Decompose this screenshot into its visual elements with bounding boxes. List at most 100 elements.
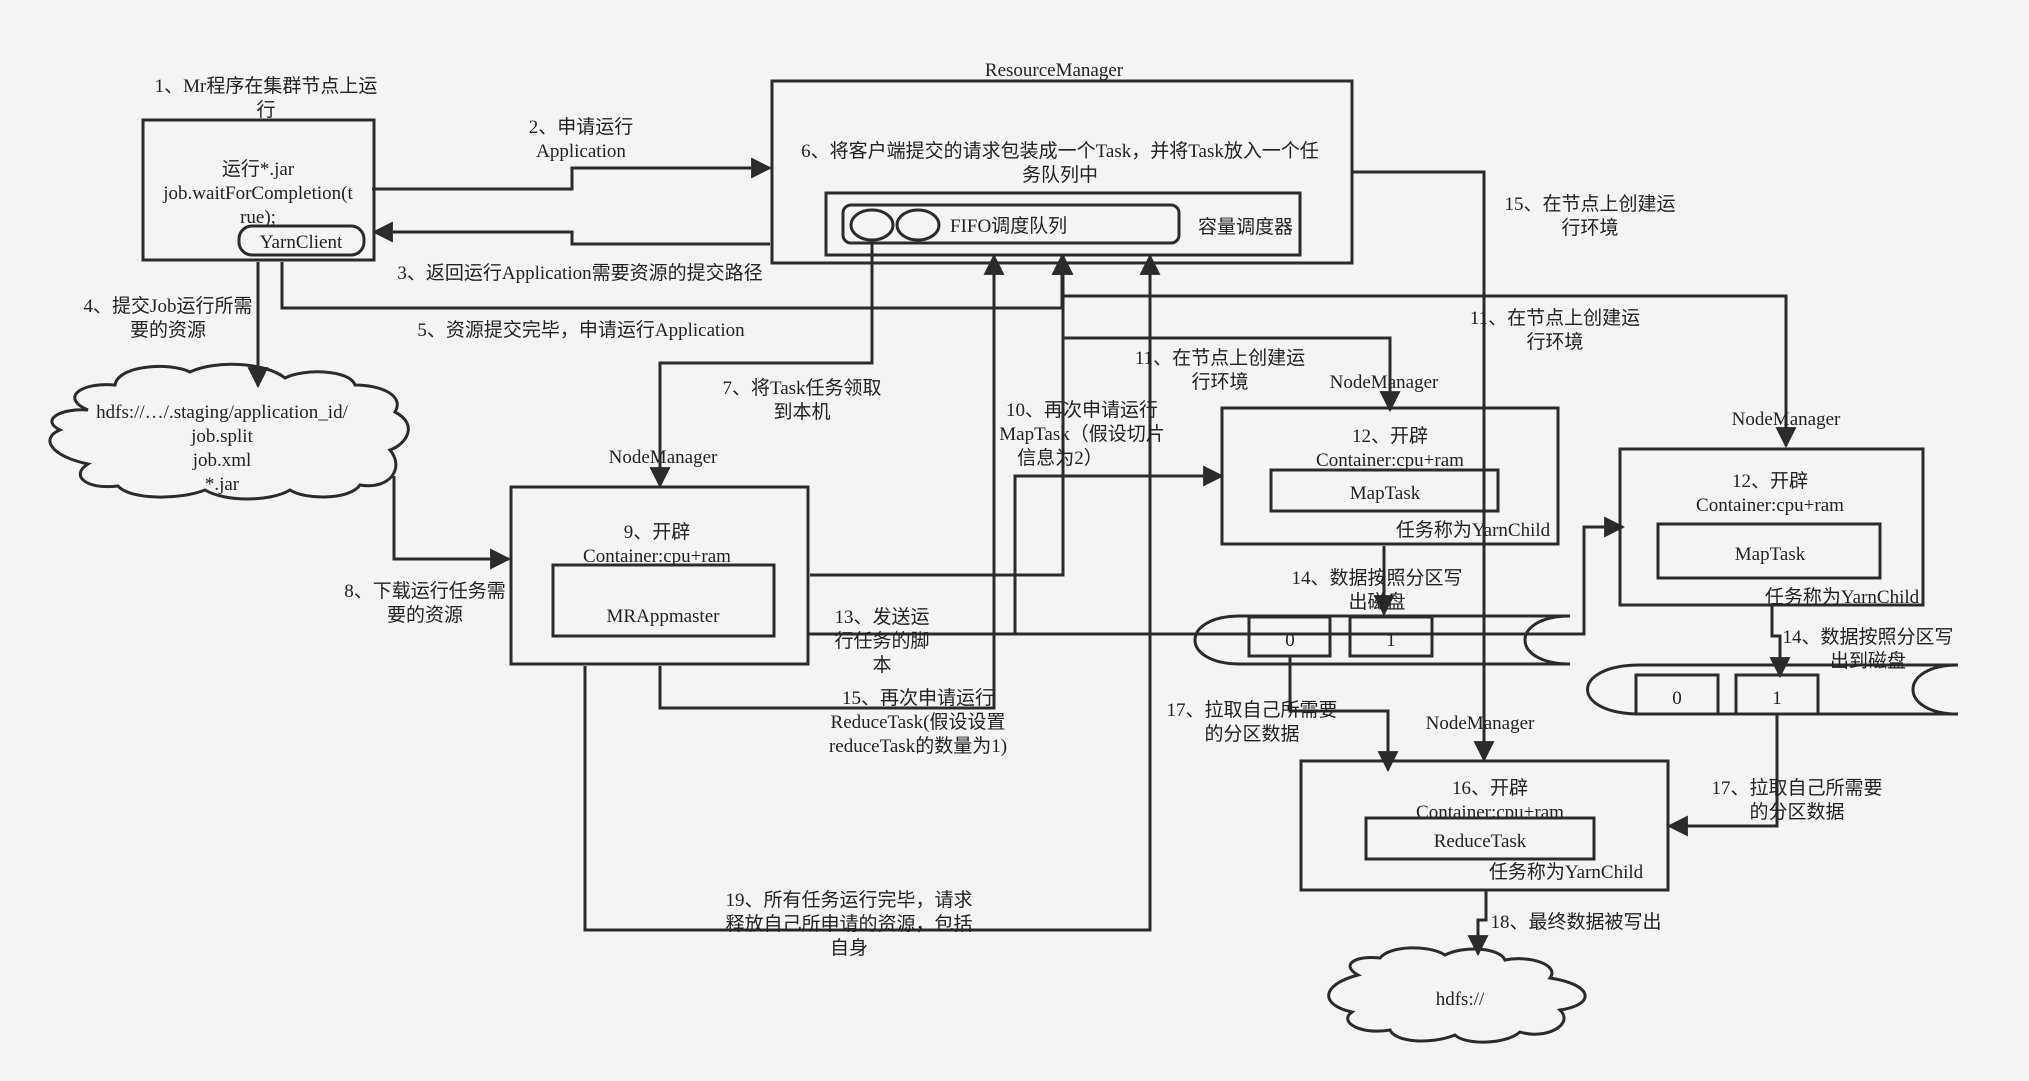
step-17-label: 的分区数据: [1749, 801, 1844, 823]
step-15-label: ReduceTask(假设设置: [831, 711, 1006, 733]
mrappmaster-box: [551, 563, 776, 638]
client-line-1: 运行*.jar: [222, 158, 295, 180]
partition-disk-1: 0 1: [1193, 614, 1571, 666]
step-19-label: 释放自己所申请的资源，包括: [725, 913, 972, 935]
maptask-box: [1656, 522, 1882, 580]
arrow-pull-partition-1: [1288, 656, 1399, 773]
step-1-label: 1、Mr程序在集群节点上运: [155, 75, 378, 97]
arrow-request-application: [372, 157, 773, 191]
step-17-label: 17、拉取自己所需要: [1711, 777, 1882, 799]
nodemanager-box: [1220, 406, 1560, 546]
hdfs-output-cloud: hdfs://: [1327, 946, 1587, 1044]
nodemanager-reduce: NodeManager 16、开辟 Container:cpu+ram Redu…: [1299, 713, 1670, 892]
step-7-label: 7、将Task任务领取: [722, 377, 881, 399]
mrappmaster-label: MRAppmaster: [607, 606, 721, 627]
partition-0-box: [1247, 615, 1332, 658]
partition-0-label: 0: [1672, 688, 1682, 709]
step-14-label: 出到磁盘: [1830, 650, 1906, 672]
yarnclient-label: YarnClient: [260, 232, 343, 253]
arrow-create-env-2: [1063, 294, 1797, 449]
hdfs-staging-line-4: *.jar: [205, 474, 240, 495]
client-line-2: job.waitForCompletion(t: [162, 183, 353, 204]
queue-slot-icon: [849, 208, 895, 242]
step-8-label: 8、下载运行任务需: [344, 580, 506, 602]
container-label-2: Container:cpu+ram: [583, 546, 731, 567]
arrow-release-resources: [583, 253, 1161, 932]
arrow-create-env-reduce: [1352, 170, 1495, 763]
step-11-label: 11、在节点上创建运: [1135, 347, 1305, 369]
step-17-label: 17、拉取自己所需要: [1166, 699, 1337, 721]
step-13-label: 13、发送运: [834, 606, 929, 628]
nodemanager-box: [1618, 447, 1925, 607]
nodemanager-title: NodeManager: [1330, 372, 1439, 393]
partition-1-label: 1: [1386, 630, 1396, 651]
step-3-label: 3、返回运行Application需要资源的提交路径: [397, 262, 762, 284]
step-8-label: 要的资源: [387, 604, 463, 626]
step-2-label: Application: [536, 141, 626, 162]
step-11-label: 11、在节点上创建运: [1470, 307, 1640, 329]
step-5-label: 5、资源提交完毕，申请运行Application: [417, 319, 745, 341]
partition-disk-2: 0 1: [1586, 663, 1959, 716]
nodemanager-title: NodeManager: [1732, 409, 1841, 430]
step-19-label: 自身: [830, 937, 868, 959]
step-15-label: 15、在节点上创建运: [1504, 193, 1675, 215]
step-2-label: 2、申请运行: [529, 116, 634, 138]
partition-1-label: 1: [1772, 688, 1782, 709]
arrow-write-output: [1467, 890, 1489, 957]
reducetask-box: [1364, 816, 1596, 861]
nodemanager-box: [1299, 759, 1670, 892]
step-6-label: 6、将客户端提交的请求包装成一个Task，并将Task放入一个任: [801, 140, 1319, 162]
step-13-label: 本: [872, 654, 891, 676]
step-11-label: 行环境: [1526, 331, 1583, 353]
step-14-label: 14、数据按照分区写: [1291, 567, 1462, 589]
arrow-pull-partition-2: [1666, 714, 1779, 837]
step-4-label: 4、提交Job运行所需: [84, 295, 253, 317]
step-15-label: reduceTask的数量为1): [829, 735, 1007, 757]
step-labels: 1、Mr程序在集群节点上运 行 2、申请运行 Application 3、返回运…: [84, 75, 1954, 959]
hdfs-output-label: hdfs://: [1436, 989, 1485, 1010]
maptask-label: MapTask: [1350, 483, 1421, 504]
step-1-label: 行: [256, 99, 275, 121]
arrow-write-partitions-2: [1769, 606, 1791, 679]
resource-manager: ResourceManager FIFO调度队列 容量调度器: [770, 60, 1354, 265]
fifo-queue-box: [841, 203, 1181, 245]
step-6-label: 务队列中: [1022, 164, 1098, 186]
yarnchild-note: 任务称为YarnChild: [1489, 861, 1644, 883]
container-label-2: Container:cpu+ram: [1316, 450, 1464, 471]
queue-slot-icon: [895, 208, 941, 242]
nodemanager-appmaster: NodeManager 9、开辟 Container:cpu+ram MRApp…: [509, 447, 810, 666]
hdfs-staging-line-3: job.xml: [192, 450, 252, 471]
step-13-label: 行任务的脚: [834, 630, 929, 652]
cloud-shape: [1327, 946, 1587, 1044]
disk-shape: [1193, 614, 1571, 666]
nodemanager-map-1: NodeManager 12、开辟 Container:cpu+ram MapT…: [1220, 372, 1560, 546]
cloud-shape: [48, 362, 410, 501]
hdfs-staging-line-1: hdfs://…/.staging/application_id/: [96, 402, 348, 423]
maptask-box: [1269, 468, 1500, 513]
maptask-label: MapTask: [1735, 544, 1806, 565]
step-11-label: 行环境: [1191, 371, 1248, 393]
client-box: [141, 118, 376, 262]
scheduler-box: [824, 191, 1302, 257]
step-15-label: 15、再次申请运行: [842, 687, 994, 709]
step-10-label: 信息为2）: [1017, 447, 1103, 469]
arrow-return-path: [371, 221, 770, 246]
step-18-label: 18、最终数据被写出: [1490, 911, 1661, 933]
resource-manager-box: [770, 79, 1354, 265]
arrow-request-reducetask: [658, 253, 1005, 710]
arrow-send-script-2: [1015, 516, 1626, 636]
arrow-create-env-1: [1063, 336, 1401, 413]
arrow-take-task: [649, 242, 874, 489]
step-19-label: 19、所有任务运行完毕，请求: [725, 889, 972, 911]
step-14-label: 出磁盘: [1348, 591, 1405, 613]
step-15-label: 行环境: [1561, 217, 1618, 239]
hdfs-staging-line-2: job.split: [190, 426, 253, 447]
hdfs-staging-cloud: hdfs://…/.staging/application_id/ job.sp…: [48, 362, 410, 501]
nodemanager-title: NodeManager: [609, 447, 718, 468]
partition-1-box: [1348, 615, 1434, 658]
fifo-queue-label: FIFO调度队列: [950, 215, 1067, 237]
arrow-send-script: [808, 465, 1225, 636]
nodemanager-map-2: NodeManager 12、开辟 Container:cpu+ram MapT…: [1618, 409, 1925, 608]
reducetask-label: ReduceTask: [1434, 831, 1527, 852]
step-7-label: 到本机: [773, 401, 830, 423]
